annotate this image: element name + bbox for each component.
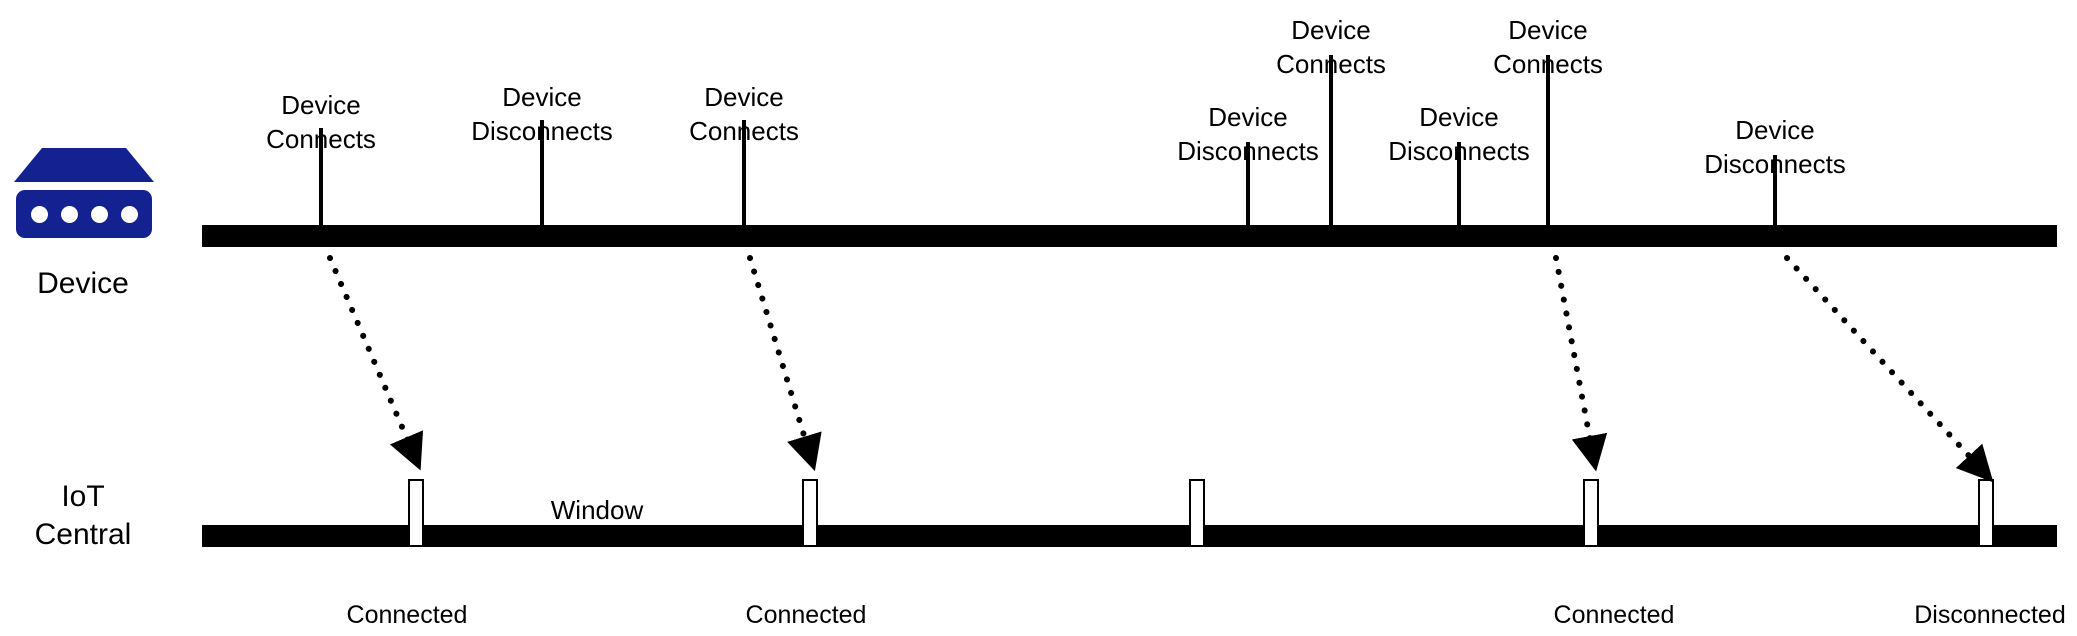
reported-state-label: Connected [346, 601, 468, 629]
device-event-tick-connect [319, 128, 323, 225]
device-icon-body [16, 190, 152, 238]
window-boundary-marker [802, 479, 818, 547]
device-event-label-connect: Device Connects [689, 82, 799, 146]
iot-central-timeline-bar [202, 525, 2057, 547]
arrow-disconnect-1 [1784, 255, 1994, 483]
reported-state-label: Connected [1553, 601, 1675, 629]
device-event-tick-disconnect [540, 120, 544, 225]
device-event-tick-connect [742, 120, 746, 225]
device-event-tick-connect [1546, 55, 1550, 225]
arrow-connect-3 [1553, 255, 1608, 472]
iot-device-icon [14, 148, 154, 248]
arrow-connect-2 [747, 255, 822, 472]
device-event-tick-connect [1329, 55, 1333, 225]
device-event-label-connect: Device Connects [1276, 15, 1386, 79]
reported-state-label: Connected [745, 601, 867, 629]
lane-label-iot-central: IoT Central [34, 480, 132, 551]
device-event-tick-disconnect [1773, 155, 1777, 225]
device-event-label-connect: Device Connects [266, 90, 376, 154]
lane-label-device: Device [37, 267, 129, 300]
device-event-label-connect: Device Connects [1493, 15, 1603, 79]
device-event-label-disconnect: Device Disconnects [471, 82, 613, 146]
device-led-3 [90, 205, 108, 223]
device-led-1 [30, 205, 48, 223]
window-boundary-marker [408, 479, 424, 547]
device-led-4 [120, 205, 138, 223]
device-event-label-disconnect: Device Disconnects [1388, 102, 1530, 166]
device-icon-lid [14, 148, 154, 182]
window-boundary-marker [1978, 479, 1994, 547]
window-boundary-marker [1189, 479, 1205, 547]
device-led-2 [60, 205, 78, 223]
arrow-connect-1 [327, 255, 424, 471]
reported-state-label: Disconnected [1914, 601, 2066, 629]
device-event-tick-disconnect [1246, 142, 1250, 225]
device-event-label-disconnect: Device Disconnects [1177, 102, 1319, 166]
device-event-label-disconnect: Device Disconnects [1704, 115, 1846, 179]
window-span-label: Window [550, 495, 644, 525]
window-boundary-marker [1583, 479, 1599, 547]
device-timeline-bar [202, 225, 2057, 247]
device-event-tick-disconnect [1457, 142, 1461, 225]
